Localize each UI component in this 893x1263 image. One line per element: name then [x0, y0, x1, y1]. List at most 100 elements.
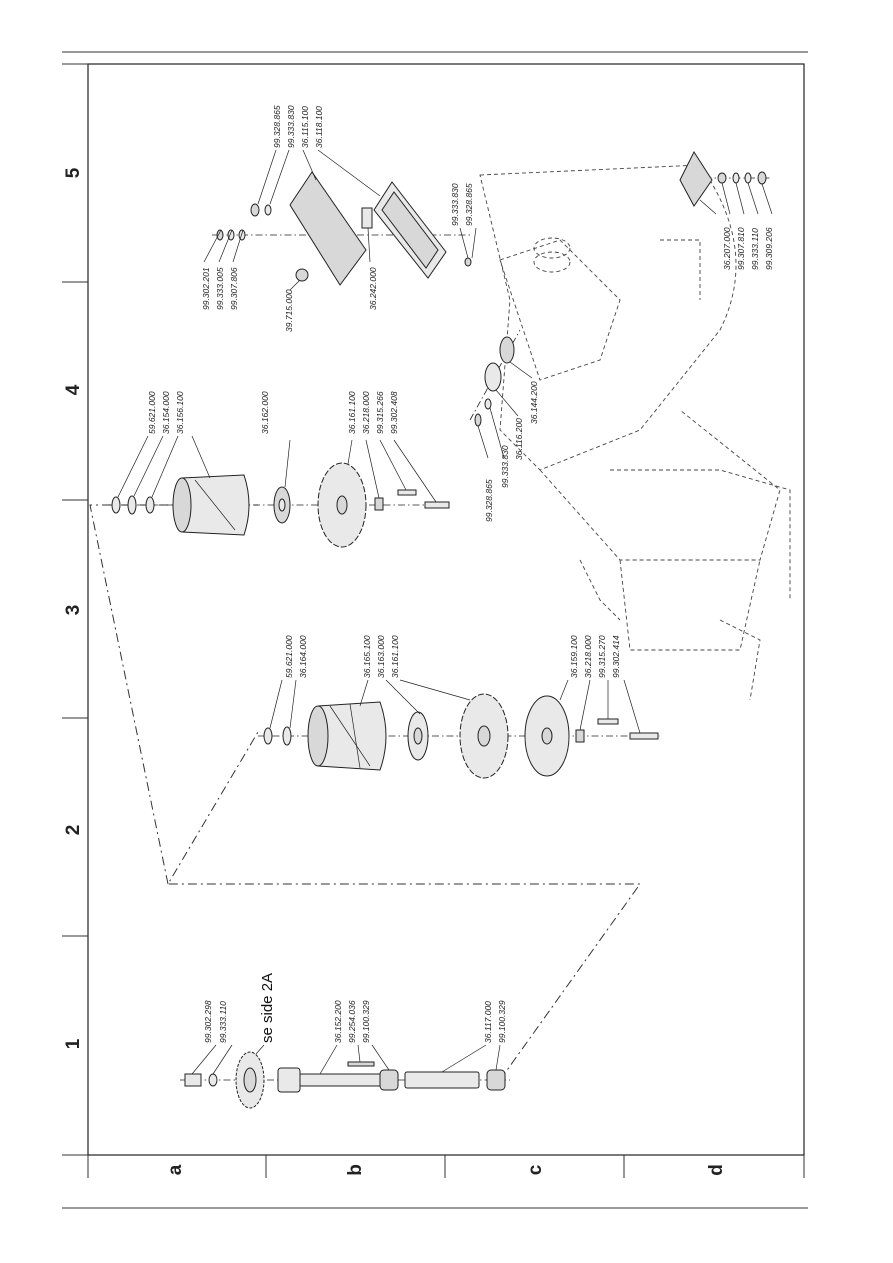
- washer-top: [264, 204, 272, 216]
- frame-bolt: [464, 257, 472, 267]
- lockwasher-right: [744, 172, 752, 184]
- part-number-99302298: 99.302.298: [203, 1000, 213, 1043]
- part-number-36152200: 36.152.200: [333, 1000, 343, 1043]
- part-number-36164000: 36.164.000: [298, 635, 308, 678]
- part-number-36161100: 36.161.100: [390, 635, 400, 678]
- spring-washer: [263, 727, 273, 745]
- part-number-99333830-b: 99.333.830: [286, 105, 296, 148]
- circlip-upper: [127, 495, 137, 515]
- part-number-99333005: 99.333.005: [215, 267, 225, 310]
- part-number-99333110-b: 99.333.110: [750, 228, 760, 270]
- part-number-36218000: 36.218.000: [583, 635, 593, 678]
- see-page-reference: se side 2A: [259, 973, 276, 1043]
- part-number-36116200: 36.116.200: [514, 418, 524, 460]
- bolt-part: [184, 1073, 202, 1087]
- col-label-a: a: [165, 1164, 186, 1175]
- part-number-99333830: 99.333.830: [500, 445, 510, 488]
- o-ring-upper: [145, 496, 155, 514]
- part-number-99328865-c: 99.328.865: [464, 183, 474, 226]
- washer-small: [484, 398, 492, 410]
- seal-ring: [499, 336, 515, 364]
- part-number-99254036: 99.254.036: [347, 1000, 357, 1043]
- col-label-d: d: [706, 1164, 727, 1176]
- part-number-36156100: 36.156.100: [175, 391, 185, 434]
- bolt-long: [629, 732, 659, 740]
- part-number-99100329-b: 99.100.329: [497, 1000, 507, 1043]
- bolt-upper-long: [424, 501, 450, 509]
- washer-part: [208, 1073, 218, 1087]
- part-number-99307806: 99.307.806: [229, 267, 239, 310]
- part-number-36165100: 36.165.100: [362, 635, 372, 678]
- part-number-36159100: 36.159.100: [569, 635, 579, 678]
- part-number-99307810: 99.307.810: [736, 227, 746, 270]
- part-number-36161100-b: 36.161.100: [347, 391, 357, 434]
- drive-shaft: [299, 1073, 381, 1087]
- col-label-c: c: [525, 1164, 546, 1175]
- bolt-right: [757, 171, 767, 185]
- washer-cover: [227, 229, 235, 241]
- part-number-36115100: 36.115.100: [300, 106, 310, 148]
- hub-part: [277, 1067, 301, 1093]
- part-number-99302414: 99.302.414: [611, 635, 621, 678]
- drive-chain-path-upper: [89, 504, 258, 885]
- washer-right: [732, 172, 740, 184]
- part-number-99309206: 99.309.206: [764, 227, 774, 270]
- part-number-99333830-c: 99.333.830: [450, 183, 460, 226]
- part-number-99302201: 99.302.201: [201, 267, 211, 310]
- key-part: [347, 1061, 375, 1067]
- bolt-upper-short: [397, 489, 417, 496]
- bearing-part: [379, 1069, 399, 1091]
- part-number-59621000: 59.621.000: [284, 635, 294, 678]
- side-plate-set: [679, 150, 770, 207]
- part-number-36163000: 36.163.000: [376, 635, 386, 678]
- screw-cover: [216, 229, 224, 241]
- flange-set: [469, 329, 521, 427]
- part-number-99315266: 99.315.266: [375, 391, 385, 434]
- cover-plate: [289, 171, 367, 286]
- part-number-39715000: 39.715.000: [284, 289, 294, 332]
- part-number-59621000-b: 59.621.000: [147, 391, 157, 434]
- bolt-small: [474, 413, 482, 427]
- row-label-2: 2: [63, 825, 84, 836]
- bolt-top: [250, 203, 260, 217]
- drawing-frame: [87, 63, 805, 1156]
- part-number-99328865-b: 99.328.865: [272, 105, 282, 148]
- drum-assembly-lower: [258, 693, 660, 779]
- bolt-short: [597, 718, 619, 725]
- part-number-99315270: 99.315.270: [597, 635, 607, 678]
- machine-frame-outline: [479, 164, 791, 701]
- clamp-upper: [374, 497, 384, 511]
- row-label-4: 4: [63, 384, 84, 395]
- part-number-99100329: 99.100.329: [361, 1000, 371, 1043]
- nut-right: [717, 172, 727, 184]
- bearing-flange: [484, 362, 502, 392]
- cover-plate-assembly: [212, 171, 470, 286]
- row-label-3: 3: [63, 605, 84, 616]
- drive-chain-path: [167, 731, 641, 1081]
- side-plate: [679, 150, 713, 207]
- part-number-36207000: 36.207.000: [722, 227, 732, 270]
- row-label-5: 5: [63, 167, 84, 178]
- part-number-36218000-b: 36.218.000: [361, 391, 371, 434]
- part-number-36144200: 36.144.200: [529, 381, 539, 424]
- drum-assembly-upper: [108, 462, 450, 548]
- part-number-99302408: 99.302.408: [389, 391, 399, 434]
- part-number-36242000: 36.242.000: [368, 267, 378, 310]
- bearing-part-2: [486, 1069, 506, 1091]
- part-number-36118100: 36.118.100: [314, 106, 324, 148]
- clamp-block: [575, 729, 585, 743]
- knob-nut: [295, 268, 309, 282]
- circlip: [282, 726, 292, 746]
- tube-part: [404, 1071, 480, 1089]
- col-label-b: b: [345, 1164, 366, 1176]
- spring-washer-upper: [111, 496, 121, 514]
- part-number-36117000: 36.117.000: [483, 1001, 493, 1043]
- row-label-1: 1: [63, 1038, 84, 1049]
- part-number-36162000: 36.162.000: [260, 391, 270, 434]
- part-number-99333110: 99.333.110: [218, 1001, 228, 1043]
- bracket-part: [361, 207, 373, 229]
- part-number-36154000: 36.154.000: [161, 391, 171, 434]
- part-number-99328865: 99.328.865: [484, 479, 494, 522]
- lockwasher-cover: [238, 229, 246, 241]
